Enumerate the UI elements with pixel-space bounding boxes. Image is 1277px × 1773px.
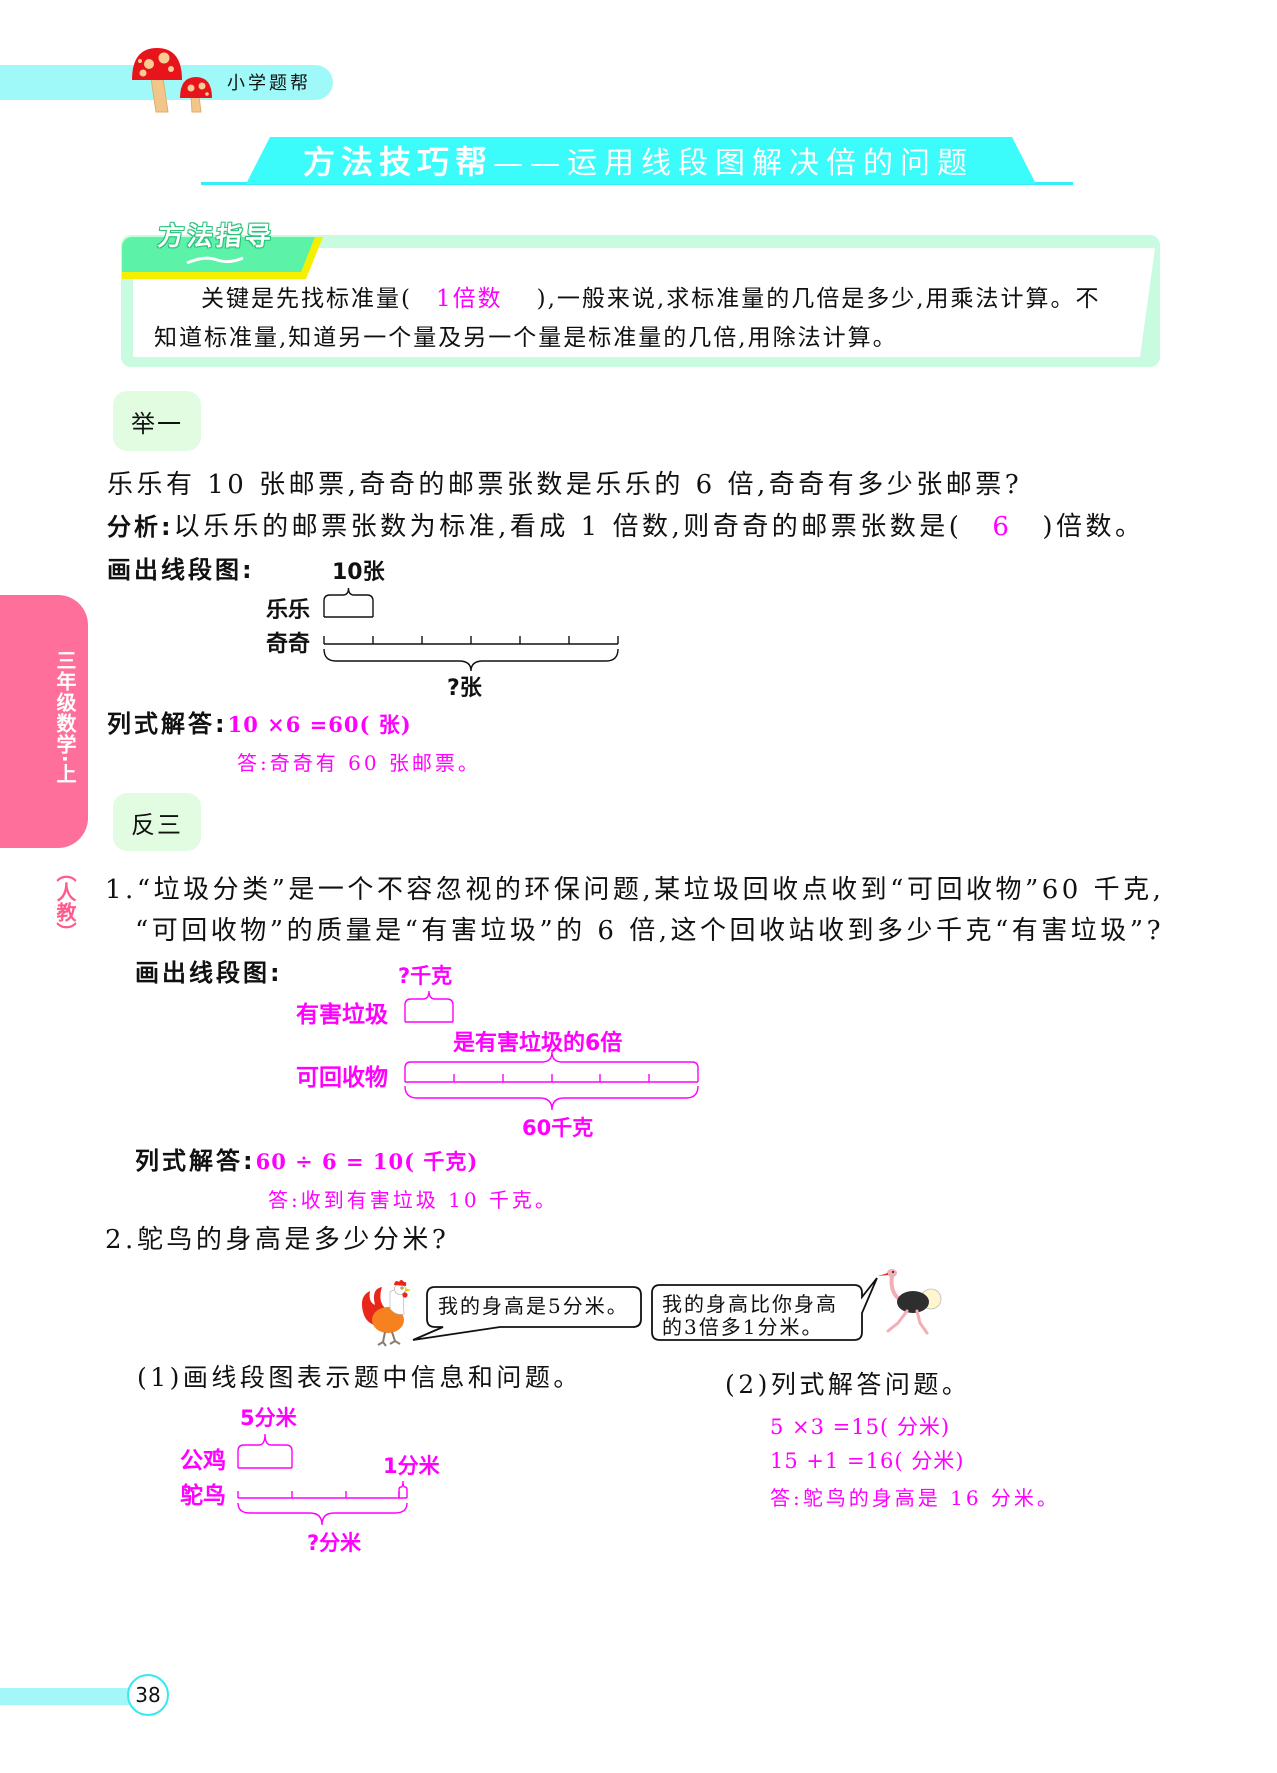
diagram-bottom-value: 60千克 [522,1116,593,1140]
diagram-row2-label: 可回收物 [296,1064,388,1091]
guide-text: ),一般来说,求标准量的几倍是多少,用乘法计算。不 [536,286,1101,312]
q1-answer: 答:收到有害垃圾 10 千克。 [268,1188,558,1212]
example-badge: 举一 [113,391,201,451]
diagram-row1-label: 乐乐 [266,598,310,623]
segment-line [323,636,619,645]
q1-number: 1. [105,875,137,905]
brace-bottom-icon [323,648,619,672]
segment-line [237,1491,407,1499]
q2-text: 鸵鸟的身高是多少分米? [136,1225,450,1255]
guide-blank-answer: 1倍数 [435,286,503,312]
q2-question: 2.鸵鸟的身高是多少分米? [105,1225,449,1255]
diagram-extra-value: 1分米 [383,1454,441,1478]
diagram-row2-label: 奇奇 [266,631,310,657]
page-title: 方法技巧帮——运用线段图解决倍的问题 [303,145,974,186]
side-tab-edition: （人教） [53,862,77,942]
ostrich-speech-line-1: 我的身高比你身高 [662,1292,838,1316]
q2-number: 2. [105,1225,137,1255]
ostrich-speech-bubble [651,1277,878,1341]
brand-label: 小学题帮 [227,73,311,94]
diagram-row1-label: 公鸡 [180,1447,226,1474]
diagram-row1-label: 有害垃圾 [296,1001,389,1028]
brace-top-icon [237,1433,293,1469]
solve-formula: 60 ÷ 6 = 10( 千克) [255,1149,479,1174]
side-tab [0,595,88,848]
diagram-bottom-value: ?张 [447,676,483,701]
method-guide-line-2: 知道标准量,知道另一个量及另一个量是标准量的几倍,用除法计算。 [154,325,898,351]
solve-label: 列式解答: [135,1147,256,1175]
example-solution: 列式解答:10 ×6 =60( 张) [107,709,412,740]
side-tab-grade: 三年级数学·上 [53,650,77,785]
method-guide-tab-label: 方法指导 [156,222,276,252]
brace-top-icon [404,990,454,1023]
draw-diagram-label: 画出线段图: [107,556,255,584]
rooster-illustration [361,1280,411,1347]
brace-middle-icon [404,1051,699,1082]
diagram-top-value: ?千克 [398,964,452,988]
title-banner [246,137,1036,184]
diagram-row2-label: 鸵鸟 [180,1482,226,1509]
q2-formula-2: 15 +1 =16( 分米) [770,1449,965,1473]
brace-bottom-icon [237,1502,408,1526]
q1-solution: 列式解答:60 ÷ 6 = 10( 千克) [135,1146,478,1177]
q1-line-1: 1.“垃圾分类”是一个不容忽视的环保问题,某垃圾回收点收到“可回收物”60 千克… [105,875,1164,905]
analysis-text: 以乐乐的邮票张数为标准,看成 1 倍数,则奇奇的邮票张数是( [173,512,963,542]
ostrich-illustration [878,1269,942,1335]
example-question: 乐乐有 10 张邮票,奇奇的邮票张数是乐乐的 6 倍,奇奇有多少张邮票? [107,470,1023,500]
example-answer: 答:奇奇有 60 张邮票。 [237,751,481,775]
guide-text: 关键是先找标准量( [201,286,412,312]
diagram-bottom-value: ?分米 [307,1531,362,1555]
swoosh-icon [186,256,244,265]
brace-extra-icon [398,1480,408,1498]
page-number-bar [0,1688,135,1705]
title-sub: ——运用线段图解决倍的问题 [493,146,975,181]
q1-line-diagram: ?千克 有害垃圾 是有害垃圾的6倍 可回收物 60千克 [296,964,699,1140]
speech-bubbles [412,1277,878,1341]
brace-top-icon [323,587,374,618]
example-line-diagram: 10张 乐乐 奇奇 ?张 [266,560,619,701]
analysis-label: 分析: [107,513,174,541]
analysis-blank-answer: 6 [992,512,1013,542]
q2-line-diagram: 5分米 公鸡 1分米 鸵鸟 ?分米 [180,1406,441,1555]
q1-line-2: “可回收物”的质量是“有害垃圾”的 6 倍,这个回收站收到多少千克“有害垃圾”? [135,916,1165,946]
diagram-top-value: 5分米 [240,1406,298,1430]
rooster-speech-bubble [412,1286,642,1341]
analysis-text-end: )倍数。 [1042,512,1145,542]
diagram-middle-note: 是有害垃圾的6倍 [453,1030,622,1056]
method-guide-line-1: 关键是先找标准量( 1倍数 ),一般来说,求标准量的几倍是多少,用乘法计算。不 [201,280,1101,319]
q1-draw-label: 画出线段图: [135,959,283,987]
method-guide-tab [122,237,315,272]
ostrich-speech-line-2: 的3倍多1分米。 [662,1315,824,1339]
solve-formula: 10 ×6 =60( 张) [227,712,412,737]
title-main: 方法技巧帮 [303,143,494,181]
practice-badge: 反三 [113,793,201,851]
solve-label: 列式解答: [107,710,228,738]
mushroom-icon [132,48,212,113]
q2-part1-label: (1)画线段图表示题中信息和问题。 [137,1363,582,1392]
rooster-speech-text: 我的身高是5分米。 [438,1294,629,1318]
brace-bottom-icon [404,1085,699,1111]
diagram-top-value: 10张 [332,560,386,585]
q2-answer: 答:鸵鸟的身高是 16 分米。 [770,1486,1060,1510]
q2-formula-1: 5 ×3 =15( 分米) [770,1415,951,1439]
q2-part2-label: (2)列式解答问题。 [725,1370,971,1399]
example-analysis: 分析:以乐乐的邮票张数为标准,看成 1 倍数,则奇奇的邮票张数是( 6 )倍数。 [107,512,1145,542]
segment-line [405,1074,698,1083]
page-number: 38 [127,1674,169,1716]
q1-text: “垃圾分类”是一个不容忽视的环保问题,某垃圾回收点收到“可回收物”60 千克, [136,875,1165,905]
